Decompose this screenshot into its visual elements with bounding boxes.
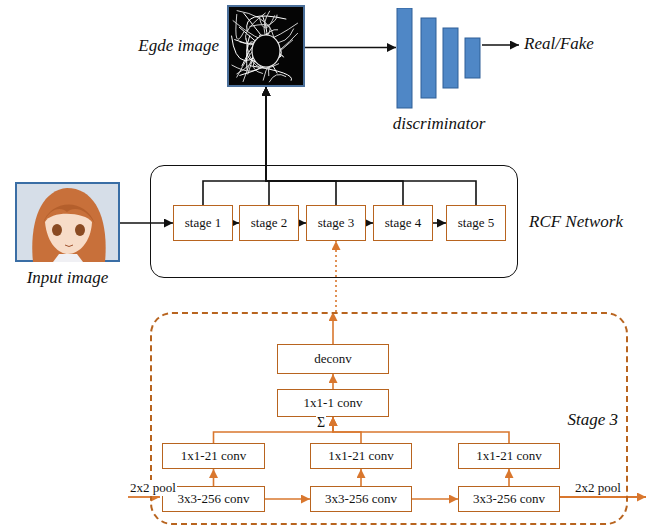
edge-image: Egde image [227,5,305,87]
connector-arrow [266,87,403,205]
connector-arrow [266,87,476,205]
input-image: Input image [15,182,120,262]
conv-box: 1x1-1 conv [277,389,389,417]
layer-stack [396,8,482,110]
box-label: 1x1-21 conv [476,448,541,464]
box-label: stage 4 [385,215,421,231]
box-label: deconv [314,351,352,367]
conv-box: 1x1-21 conv [162,443,265,469]
stage-box: stage 3 [306,205,366,241]
caption-label: RCF Network [529,212,623,232]
pool-label: 2x2 pool [574,480,622,496]
pool-out-arrow [558,496,646,498]
stage-box: stage 2 [239,205,299,241]
connector-arrow [299,222,306,224]
connector-arrow [203,87,266,205]
connector-arrow [433,222,446,224]
connector-arrow [266,87,336,205]
box-label: 3x3-256 conv [473,491,545,507]
connector-arrow [508,469,510,486]
edge-map-picture [227,5,305,87]
connector-arrow [366,222,373,224]
stage-box: stage 4 [373,205,433,241]
box-label: 3x3-256 conv [325,491,397,507]
deconv-box: deconv [277,344,389,374]
connector-arrow [333,417,509,443]
caption-label: Input image [27,268,109,288]
box-label: 3x3-256 conv [178,491,250,507]
output-label: Real/Fake [523,34,595,54]
connector-arrow [332,312,334,344]
network-frame: RCF Networkstage 1stage 2stage 3stage 4s… [150,165,518,278]
conv-box: 1x1-21 conv [310,443,412,469]
box-label: stage 1 [185,215,221,231]
box-label: 1x1-21 conv [181,448,246,464]
conv-box: 3x3-256 conv [162,486,265,512]
connector-arrow [335,241,337,312]
conv-box: 3x3-256 conv [458,486,560,512]
stage-detail-frame: Stage 3 deconv 1x1-1 conv 1x1-21 conv 1x1-21… [150,312,628,525]
discriminator-net: discriminator [396,8,482,110]
connector-arrow [333,417,361,443]
box-label: 1x1-21 conv [328,448,393,464]
output-arrow [482,44,519,46]
conv-box: 3x3-256 conv [310,486,412,512]
connector-arrow [265,498,310,500]
box-label: stage 5 [458,215,494,231]
connector-arrow [332,374,334,389]
box-label: stage 3 [318,215,354,231]
box-label: stage 2 [251,215,287,231]
connector-arrow [213,469,215,486]
pool-label: 2x2 pool [129,480,177,496]
caption-label: discriminator [393,114,486,134]
box-label: 1x1-1 conv [304,395,363,411]
pool-in-arrow [128,496,160,498]
caption-label: Egde image [138,36,219,56]
stage-box: stage 1 [173,205,233,241]
anime-portrait [15,182,120,262]
sum-symbol: Σ [316,415,326,431]
connector-arrow [360,469,362,486]
stage-box: stage 5 [446,205,506,241]
conv-box: 1x1-21 conv [458,443,560,469]
connector-arrow [305,47,396,49]
caption-label: Stage 3 [567,410,618,430]
connector-arrow [412,498,458,500]
connector-arrow [120,222,173,224]
